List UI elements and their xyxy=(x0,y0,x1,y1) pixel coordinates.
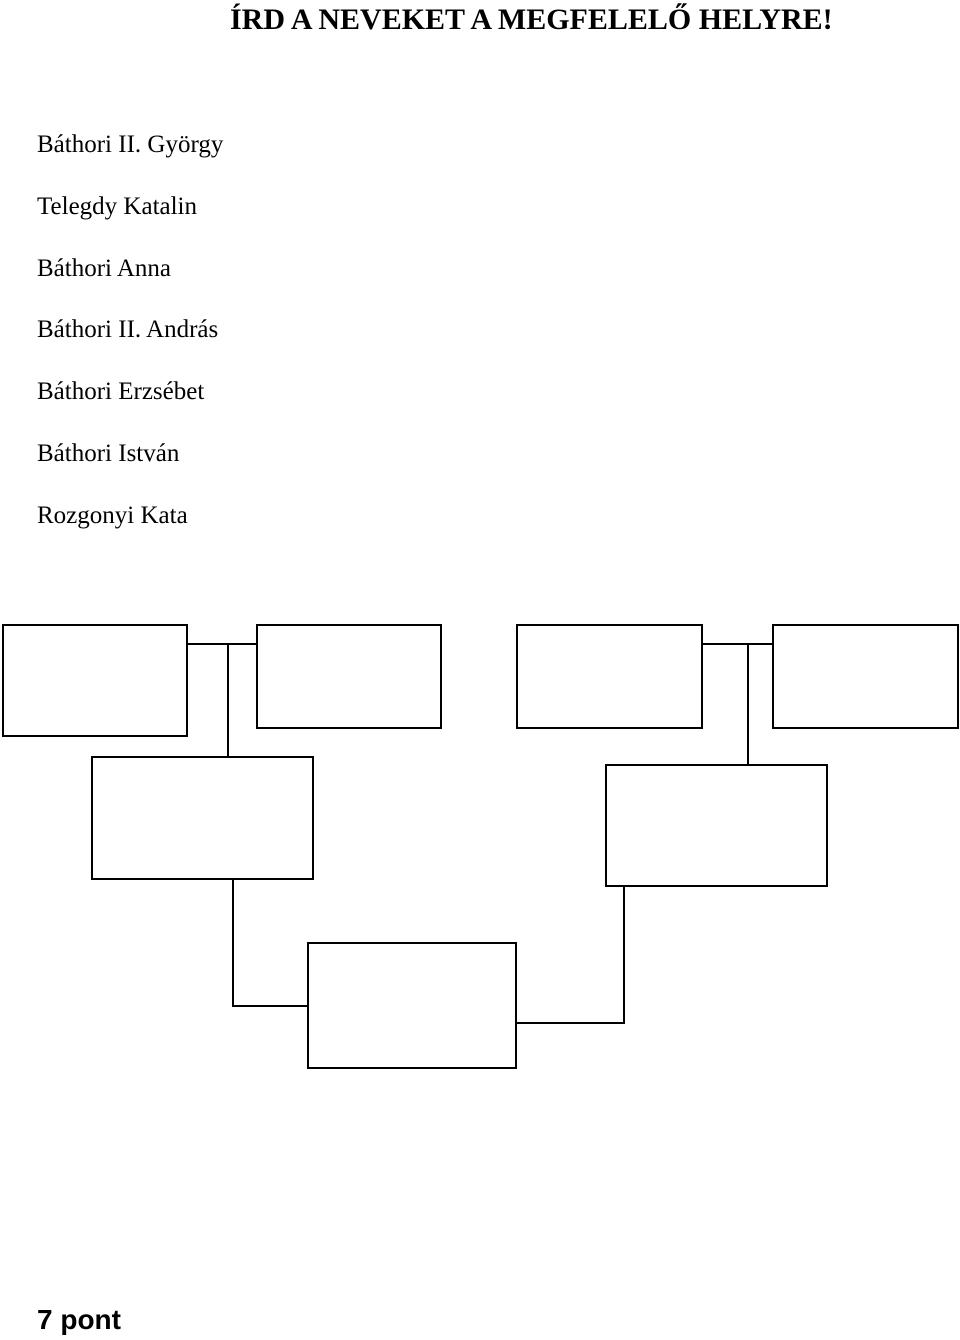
connector-bottom-left xyxy=(232,879,308,1007)
worksheet-title: ÍRD A NEVEKET A MEGFELELŐ HELYRE! xyxy=(230,3,833,36)
name-option-6: Báthori István xyxy=(37,440,180,467)
name-option-7: Rozgonyi Kata xyxy=(37,502,188,529)
name-option-5: Báthori Erzsébet xyxy=(37,378,205,405)
name-option-4: Báthori II. András xyxy=(37,316,219,343)
name-box-top-4[interactable] xyxy=(772,624,959,729)
name-box-top-1[interactable] xyxy=(2,624,188,737)
name-box-top-2[interactable] xyxy=(256,624,442,729)
name-option-3: Báthori Anna xyxy=(37,255,172,282)
name-box-bottom[interactable] xyxy=(307,942,517,1069)
name-box-top-3[interactable] xyxy=(516,624,703,729)
name-option-1: Báthori II. György xyxy=(37,131,224,158)
name-box-middle-right[interactable] xyxy=(605,764,828,887)
name-option-2: Telegdy Katalin xyxy=(37,193,197,220)
points-label: 7 pont xyxy=(37,1304,121,1335)
name-box-middle-left[interactable] xyxy=(91,756,314,880)
connector-bottom-right xyxy=(516,886,625,1024)
